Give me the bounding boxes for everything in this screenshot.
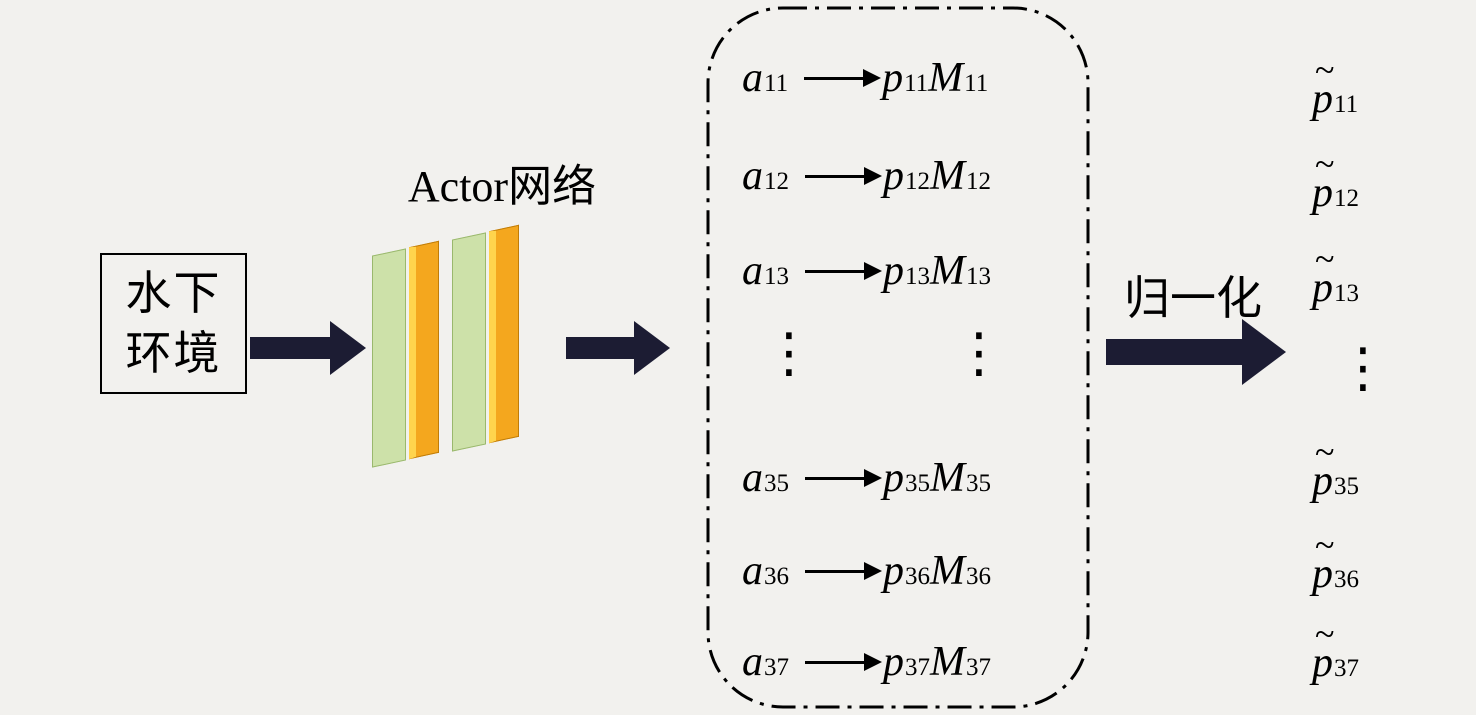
layer-slab-orange-icon	[489, 224, 519, 444]
a-symbol: a	[742, 153, 763, 199]
layer-slab-orange-icon	[409, 240, 439, 460]
arrow-right-icon	[804, 68, 882, 87]
a-symbol: a	[742, 55, 763, 101]
m-symbol: M	[930, 153, 965, 199]
p-symbol: p	[883, 548, 904, 594]
arrow-shaft	[250, 337, 330, 359]
p-tilde-symbol: ~p	[1312, 144, 1335, 216]
vertical-ellipsis: ⋮	[952, 321, 1006, 384]
arrow-right-icon	[805, 652, 882, 671]
a-symbol: a	[742, 455, 763, 501]
arrow-right-icon	[805, 261, 882, 280]
arrow-head	[634, 321, 670, 375]
vertical-ellipsis: ⋮	[1336, 336, 1390, 399]
arrow-right-icon	[805, 561, 882, 580]
m-symbol: M	[930, 548, 965, 594]
arrow-shaft	[1106, 339, 1242, 365]
tilde-accent: ~	[1315, 239, 1335, 279]
tilde-accent: ~	[1315, 614, 1335, 654]
p-tilde-symbol: ~p	[1312, 525, 1335, 597]
p-tilde-symbol: ~p	[1312, 239, 1335, 311]
p-tilde-symbol: ~p	[1312, 614, 1335, 686]
a-symbol: a	[742, 639, 763, 685]
p-symbol: p	[883, 639, 904, 685]
p-tilde-symbol: ~p	[1312, 50, 1335, 122]
m-symbol: M	[930, 639, 965, 685]
m-symbol: M	[928, 55, 964, 101]
underwater-environment-box: 水下 环境	[100, 253, 247, 394]
tilde-accent: ~	[1315, 144, 1335, 184]
input-box-line2: 环境	[125, 327, 222, 379]
tilde-accent: ~	[1315, 50, 1335, 90]
arrow-right-icon	[805, 166, 882, 185]
arrow-head	[330, 321, 366, 375]
input-box-line1: 水下	[125, 267, 222, 319]
layer-slab-green-icon	[372, 248, 406, 468]
flow-arrow-icon	[1106, 319, 1286, 385]
tilde-accent: ~	[1315, 525, 1335, 565]
arrow-head	[1242, 319, 1286, 385]
arrow-right-icon	[805, 468, 882, 487]
m-symbol: M	[930, 455, 965, 501]
a-symbol: a	[742, 248, 763, 294]
tilde-accent: ~	[1315, 432, 1335, 472]
dashdot-boundary	[706, 6, 1090, 709]
flow-arrow-icon	[250, 321, 366, 375]
actor-network-layers	[372, 218, 552, 478]
arrow-shaft	[566, 337, 634, 359]
p-symbol: p	[883, 153, 904, 199]
p-tilde-symbol: ~p	[1312, 432, 1335, 504]
actor-network-label: Actor网络	[407, 162, 597, 211]
p-symbol: p	[882, 55, 904, 101]
normalize-label: 归一化	[1124, 273, 1262, 324]
layer-slab-green-icon	[452, 232, 486, 452]
p-symbol: p	[883, 455, 904, 501]
p-symbol: p	[883, 248, 904, 294]
m-symbol: M	[930, 248, 965, 294]
vertical-ellipsis: ⋮	[762, 321, 816, 384]
flow-arrow-icon	[566, 321, 670, 375]
a-symbol: a	[742, 548, 763, 594]
